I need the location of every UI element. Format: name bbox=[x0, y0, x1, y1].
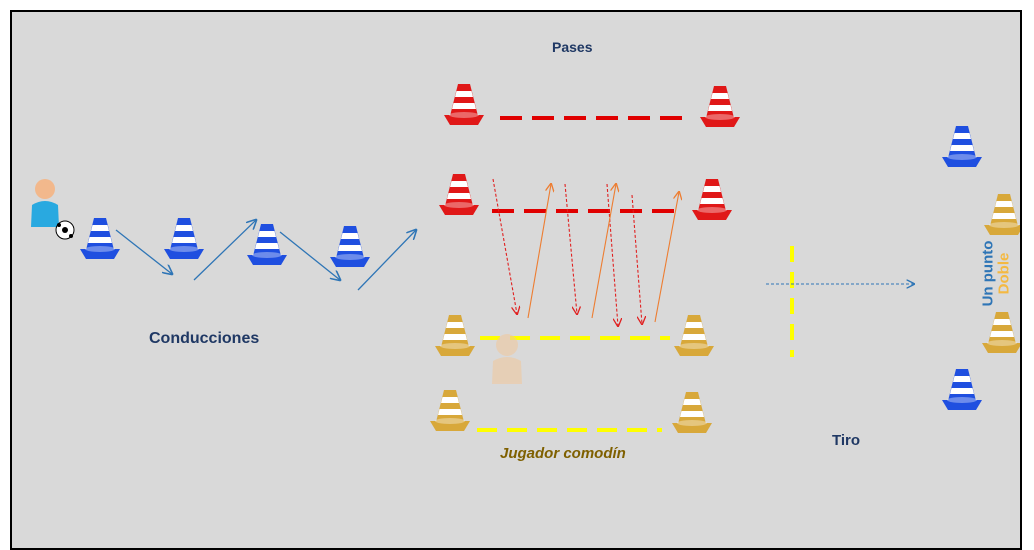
dribble-path bbox=[115, 220, 416, 291]
cone-icon bbox=[942, 126, 982, 167]
one-point-label: Un punto bbox=[979, 240, 997, 307]
pass-arrows-up bbox=[527, 184, 679, 323]
joker-player-label: Jugador comodín bbox=[500, 445, 626, 462]
cone-icon bbox=[247, 224, 287, 265]
cone-icon bbox=[982, 312, 1020, 353]
dribbling-label: Conducciones bbox=[149, 330, 260, 347]
cone-icon bbox=[674, 315, 714, 356]
pass-arrows-down bbox=[492, 178, 642, 326]
cone-icon bbox=[435, 315, 475, 356]
shot-label: Tiro bbox=[832, 432, 861, 449]
ball-icon bbox=[55, 220, 75, 240]
passes-label: Pases bbox=[552, 39, 593, 55]
drill-diagram: Pases Conducciones Jugador comodín Tiro … bbox=[10, 10, 1022, 550]
cone-icon bbox=[439, 174, 479, 215]
player-icon bbox=[31, 179, 59, 227]
cone-icon bbox=[942, 369, 982, 410]
cone-icon bbox=[692, 179, 732, 220]
joker-player-icon bbox=[492, 334, 522, 384]
cone-icon bbox=[164, 218, 204, 259]
cone-icon bbox=[80, 218, 120, 259]
diagram-canvas bbox=[31, 84, 1020, 433]
cone-icon bbox=[444, 84, 484, 125]
cone-icon bbox=[430, 390, 470, 431]
cone-icon bbox=[330, 226, 370, 267]
cone-icon bbox=[984, 194, 1020, 235]
cone-icon bbox=[672, 392, 712, 433]
cone-icon bbox=[700, 86, 740, 127]
double-label: Doble bbox=[995, 252, 1013, 295]
